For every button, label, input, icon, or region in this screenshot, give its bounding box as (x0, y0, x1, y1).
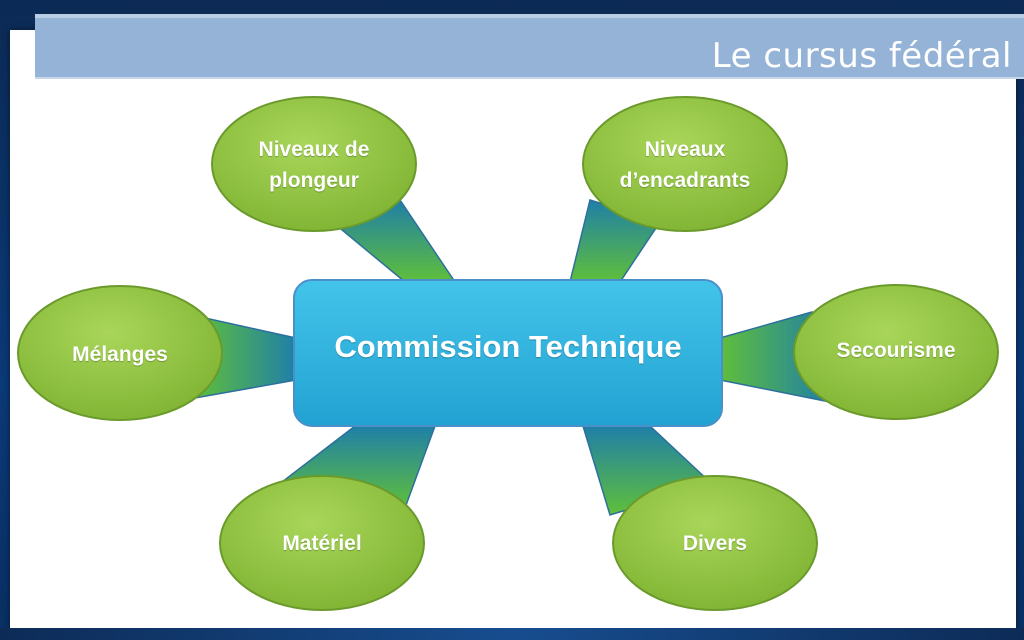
node-divers (612, 475, 818, 611)
node-materiel (219, 475, 425, 611)
satellite-label-niveaux-encadrants: Niveaux d’encadrants (583, 98, 787, 232)
label-line: Niveaux de plongeur (258, 138, 370, 192)
node-melanges (17, 285, 223, 421)
satellite-label-melanges: Mélanges (72, 342, 168, 366)
node-commission-technique (293, 279, 723, 427)
node-niveaux-encadrants (582, 96, 788, 232)
satellite-label-secourisme: Secourisme (836, 338, 956, 362)
node-secourisme (793, 284, 999, 420)
label-line: Niveaux d’encadrants (619, 138, 751, 192)
satellite-label-materiel: Matériel (282, 531, 362, 555)
satellite-label-divers: Divers (682, 531, 748, 555)
slide-title: Le cursus fédéral (711, 36, 1012, 76)
node-niveaux-plongeur (211, 96, 417, 232)
center-label: Commission Technique (334, 329, 682, 364)
title-bar: Le cursus fédéral (35, 14, 1024, 79)
satellite-label-niveaux-plongeur: Niveaux de plongeur (212, 98, 416, 232)
decorative-footer-strip (0, 628, 1024, 640)
